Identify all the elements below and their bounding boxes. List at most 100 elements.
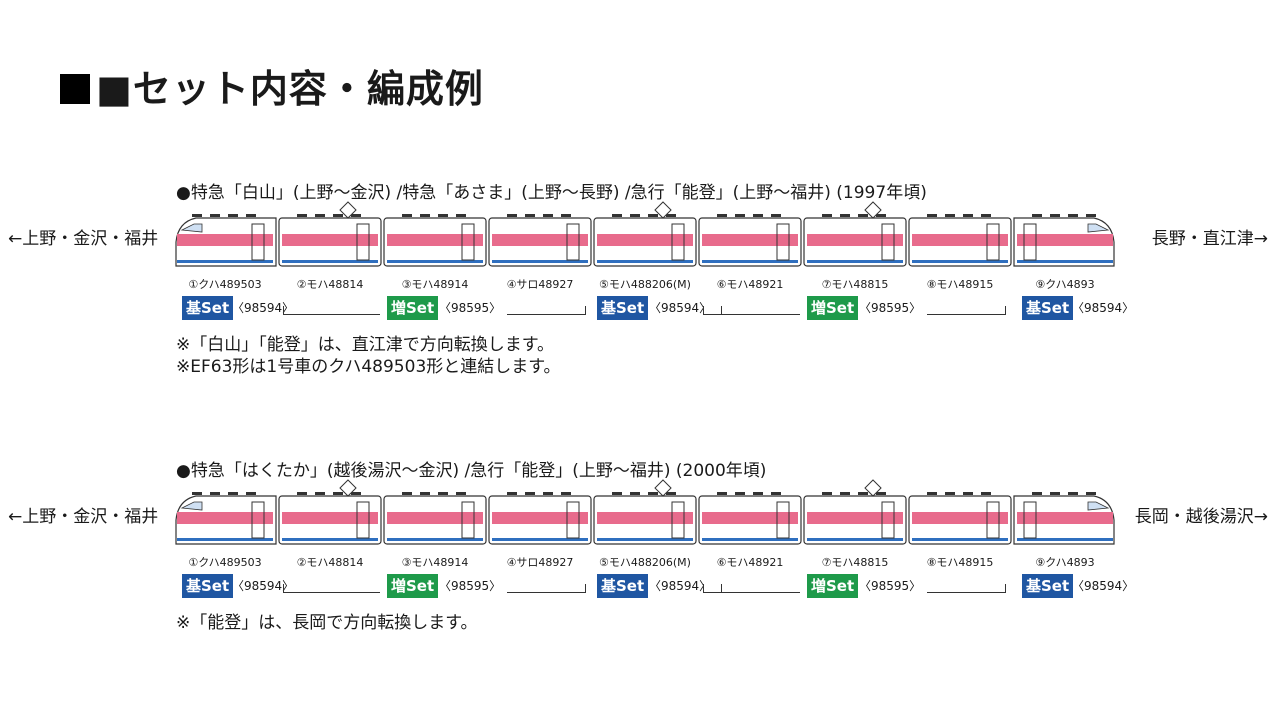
formation-heading: ●特急「白山」(上野〜金沢) /特急「あさま」(上野〜長野) /急行「能登」(上… [176, 183, 927, 203]
roof-vent [735, 214, 745, 217]
blue-line [492, 260, 588, 263]
set-group-kiset: 基Set〈98594〉 [1016, 296, 1134, 320]
blue-line [597, 260, 693, 263]
zoset-badge: 増Set [387, 574, 439, 598]
roof-vent [666, 492, 676, 495]
roof-vent [822, 492, 832, 495]
set-group-kiset: 基Set〈98594〉 [596, 574, 722, 598]
note: ※EF63形は1号車のクハ489503形と連結します。 [176, 357, 561, 377]
roof-vent [876, 492, 886, 495]
set-group-zoset: 増Set〈98595〉 [701, 296, 1009, 320]
bracket-left [283, 584, 380, 593]
blue-line [177, 538, 273, 541]
car-door [356, 223, 370, 261]
pink-stripe [702, 512, 798, 524]
train-car [908, 492, 1012, 545]
product-number: 〈98595〉 [859, 301, 922, 315]
formation-heading: ●特急「はくたか」(越後湯沢〜金沢) /急行「能登」(上野〜福井) (2000年… [176, 461, 767, 481]
pink-stripe [177, 512, 273, 524]
pink-stripe [387, 512, 483, 524]
roof-vent [246, 492, 256, 495]
pantograph [339, 201, 357, 219]
roof-vent [1050, 214, 1060, 217]
pink-stripe [492, 234, 588, 246]
pantograph [864, 479, 882, 497]
roof-vent [561, 214, 571, 217]
roof-vent [507, 492, 517, 495]
roof-vent [246, 214, 256, 217]
car-door [461, 501, 475, 539]
roof-vent [753, 214, 763, 217]
blue-line [177, 260, 273, 263]
left-direction-label: ←上野・金沢・福井 [8, 507, 159, 527]
roof-vent [612, 492, 622, 495]
train-car [278, 201, 382, 267]
train-car [593, 479, 697, 545]
pink-stripe [912, 234, 1008, 246]
roof-vent [858, 214, 868, 217]
roof-vent [402, 214, 412, 217]
roof-vent [438, 492, 448, 495]
train-diagram [175, 479, 1115, 545]
train-car [278, 479, 382, 545]
roof-vent [210, 492, 220, 495]
blue-line [807, 260, 903, 263]
roof-vent [648, 492, 658, 495]
set-group-zoset: 増Set〈98595〉 [281, 574, 589, 598]
roof-vent [333, 214, 343, 217]
pink-stripe [282, 234, 378, 246]
train-car [803, 479, 907, 545]
car-label: ⑦モハ48815 [821, 556, 889, 569]
car-label: ⑤モハ488206(M) [599, 556, 691, 569]
roof-vent [927, 492, 937, 495]
car-label: ①クハ489503 [188, 278, 262, 291]
train-car [593, 201, 697, 267]
train-car [803, 201, 907, 267]
car-label: ④サロ48927 [506, 278, 574, 291]
roof-vent [525, 214, 535, 217]
car-door [671, 501, 685, 539]
blue-line [702, 538, 798, 541]
train-car [488, 214, 592, 267]
roof-vent [840, 492, 850, 495]
bracket-left [283, 306, 380, 315]
car-label: ⑤モハ488206(M) [599, 278, 691, 291]
product-number: 〈98594〉 [1072, 301, 1135, 315]
train-car [698, 492, 802, 545]
car-door [1023, 223, 1037, 261]
roof-vent [945, 492, 955, 495]
bracket-left [703, 584, 800, 593]
roof-vent [1032, 492, 1042, 495]
product-number: 〈98595〉 [439, 579, 502, 593]
page-title-text: ■セット内容・編成例 [96, 67, 484, 111]
car-label: ⑧モハ48915 [926, 278, 994, 291]
roof-vent [648, 214, 658, 217]
roof-vent [1068, 214, 1078, 217]
train-car [383, 492, 487, 545]
car-label: ⑦モハ48815 [821, 278, 889, 291]
train-car [1013, 492, 1115, 545]
kiset-badge: 基Set [182, 296, 234, 320]
car-door [776, 501, 790, 539]
roof-vent [351, 492, 361, 495]
blue-line [387, 260, 483, 263]
pink-stripe [597, 512, 693, 524]
roof-vent [876, 214, 886, 217]
train-car [698, 214, 802, 267]
roof-vent [630, 492, 640, 495]
roof-vent [297, 492, 307, 495]
roof-vent [963, 492, 973, 495]
car-door [776, 223, 790, 261]
car-label: ⑧モハ48915 [926, 556, 994, 569]
blue-line [1017, 260, 1113, 263]
pantograph [864, 201, 882, 219]
car-label: ⑥モハ48921 [716, 278, 784, 291]
roof-vent [840, 214, 850, 217]
train-car [488, 492, 592, 545]
roof-vent [717, 492, 727, 495]
car-door [1023, 501, 1037, 539]
car-label: ⑨クハ4893 [1035, 556, 1095, 569]
right-direction-label: 長岡・越後湯沢→ [1134, 507, 1268, 527]
roof-vent [420, 492, 430, 495]
product-number: 〈98595〉 [439, 301, 502, 315]
